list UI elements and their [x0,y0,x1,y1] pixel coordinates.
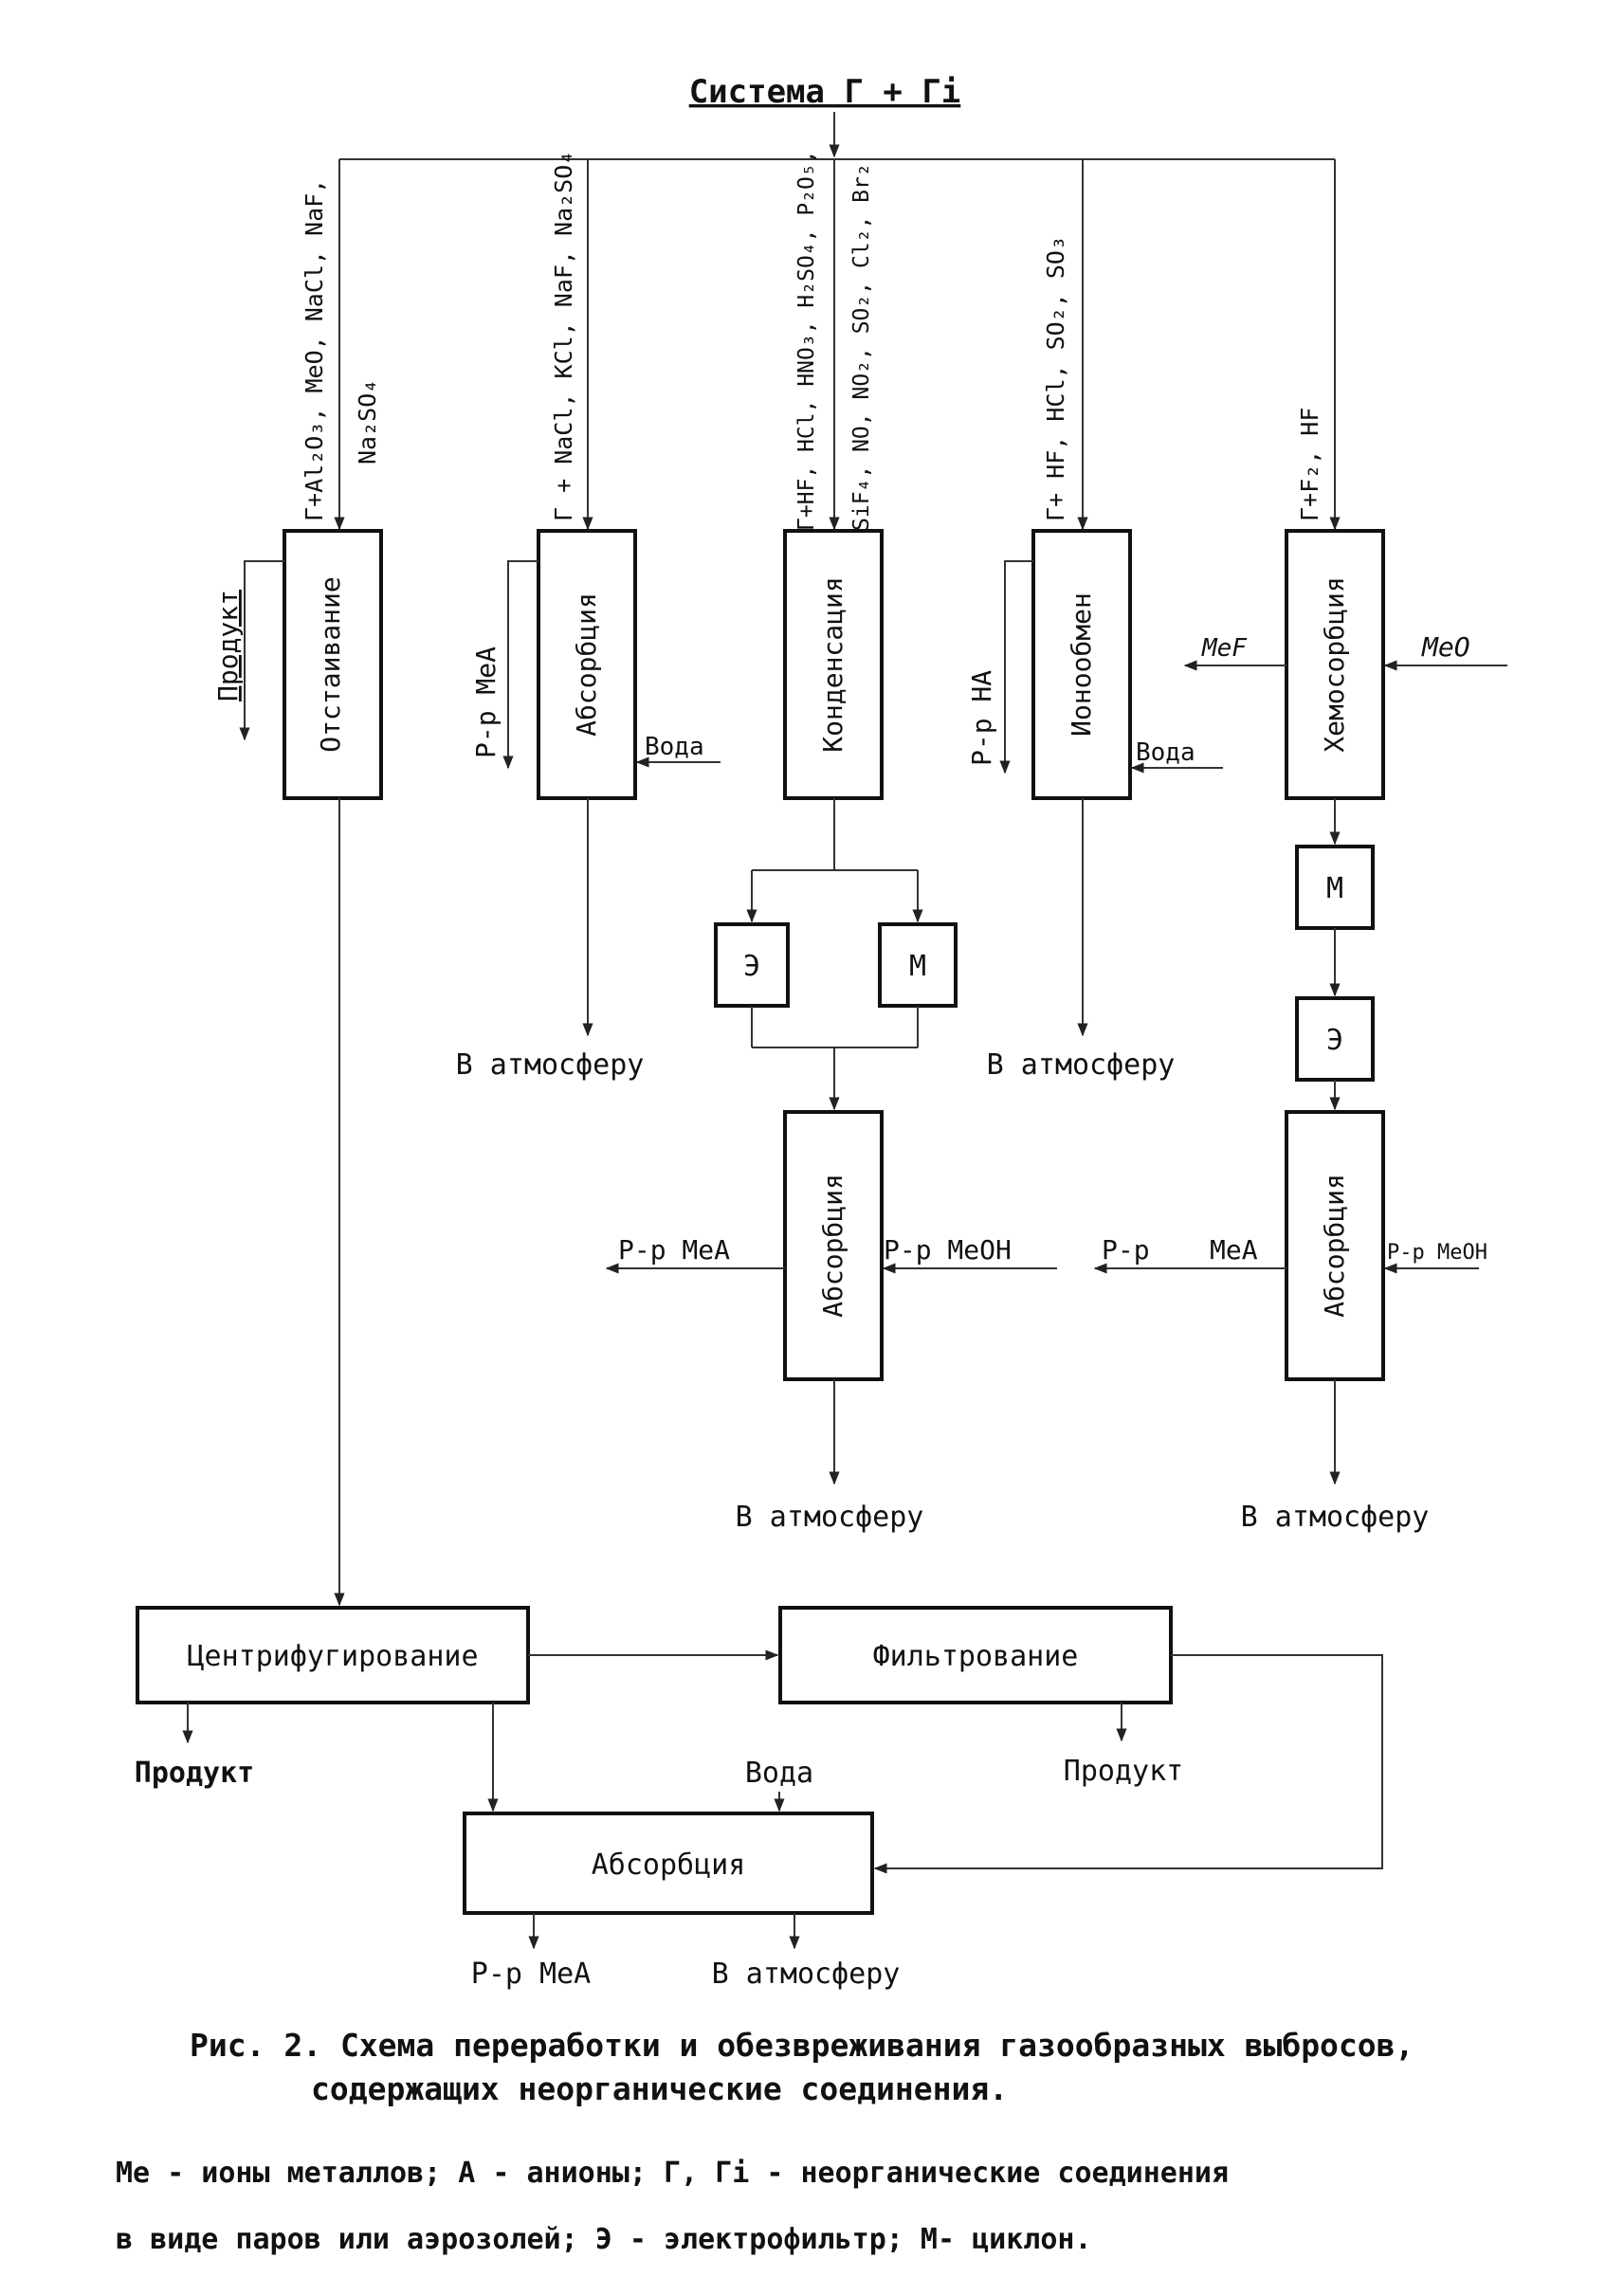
absorption-1-solution-line [502,560,538,770]
bottom-absorption-atmosphere-label: В атмосферу [712,1958,901,1991]
electrofilter-label-1: Э [743,950,760,983]
bottom-absorption-water-label: Вода [745,1757,813,1790]
ion-exchange-solution-line [999,560,1033,774]
feed-label-3a: Г+HF, HCl, HNO₃, H₂SO₄, P₂O₅, [794,150,819,531]
centrifugation-label: Центрифугирование [187,1640,478,1673]
chemisorption-label: Хемосорбция [1319,576,1350,752]
electrofilter-box-1 [714,922,790,1008]
bottom-absorption-label: Абсорбция [592,1849,746,1882]
settling-product-line [239,560,284,741]
absorption-1-atmosphere-label: В атмосферу [456,1048,645,1082]
figure-caption-line-2: содержащих неорганические соединения. [311,2070,1009,2107]
process-flow-diagram: Система Г + Гi Г+Al₂O₃, MeO, NaCl, NaF, … [135,73,1507,1991]
condensation-label: Конденсация [817,576,848,752]
absorption-2-mea-label: Р-р MeA [618,1234,730,1266]
filtration-label: Фильтрование [873,1640,1079,1673]
chemisorption-meo-label: MeO [1421,631,1470,663]
settling-box [283,529,383,800]
feed-label-1a: Г+Al₂O₃, MeO, NaCl, NaF, [301,179,328,521]
ion-exchange-water-label: Вода [1136,738,1195,767]
absorption-box-2 [783,1110,884,1381]
figure-caption-line-1: Рис. 2. Схема переработки и обезвреживан… [190,2027,1414,2064]
absorption-3-atmosphere-label: В атмосферу [1241,1501,1430,1534]
condensation-box [783,529,884,800]
ion-exchange-atmosphere-label: В атмосферу [987,1048,1176,1082]
figure-caption: Рис. 2. Схема переработки и обезвреживан… [190,2024,1536,2111]
cyclone-label-1: М [909,950,926,983]
legend-line-1: Me - ионы металлов; A - анионы; Г, Гi - … [116,2157,1229,2190]
electrofilter-label-2: Э [1326,1024,1343,1057]
feed-label-5a: Г+F₂, HF [1296,408,1323,521]
feed-label-2a: Г + NaCl, KCl, NaF, Na₂SO₄ [550,151,577,521]
feed-label-4a: Г+ HF, HCl, SO₂, SO₃ [1042,236,1069,521]
cyclone-label-2: М [1326,872,1343,905]
chemisorption-mef-label: MeF [1201,634,1248,663]
filtration-recycle-line [873,1654,1383,1874]
electrofilter-box-2 [1295,996,1375,1082]
absorption-box-1 [537,529,637,800]
absorption-label-1: Абсорбция [571,592,602,737]
feed-label-3b: SiF₄, NO, NO₂, SO₂, Cl₂, Br₂ [849,163,874,531]
bottom-absorption-mea-label: Р-р MeA [471,1958,591,1991]
legend-line-2: в виде паров или аэрозолей; Э - электроф… [116,2223,1092,2256]
settling-label: Отстаивание [315,576,346,752]
absorption-2-atmosphere-label: В атмосферу [736,1501,924,1534]
ion-exchange-solution-label: Р-р HA [966,670,997,766]
chemisorption-box [1285,529,1385,800]
filtration-box [778,1606,1173,1704]
absorption-1-water-label: Вода [645,733,704,761]
settling-product-label: Продукт [212,590,244,701]
bottom-absorption-box [463,1812,874,1915]
absorption-label-2: Абсорбция [817,1174,848,1318]
feed-label-1b: Na₂SO₄ [354,379,381,464]
absorption-3-mea-label: MeA [1210,1234,1258,1266]
ion-exchange-label: Ионообмен [1066,592,1097,737]
filtration-product-label: Продукт [1064,1755,1183,1788]
centrifugation-product-label: Продукт [135,1757,254,1790]
absorption-1-solution-label: Р-р MeA [470,647,502,758]
absorption-2-meoh-label: Р-р MeOH [884,1234,1012,1266]
absorption-label-3: Абсорбция [1319,1174,1350,1318]
absorption-3-meoh-label: Р-р MeOH [1387,1241,1487,1265]
absorption-3-p-label: Р-р [1102,1234,1150,1266]
system-title: Система Г + Гi [689,73,961,111]
cyclone-box-1 [878,922,958,1008]
centrifugation-box [136,1606,530,1704]
